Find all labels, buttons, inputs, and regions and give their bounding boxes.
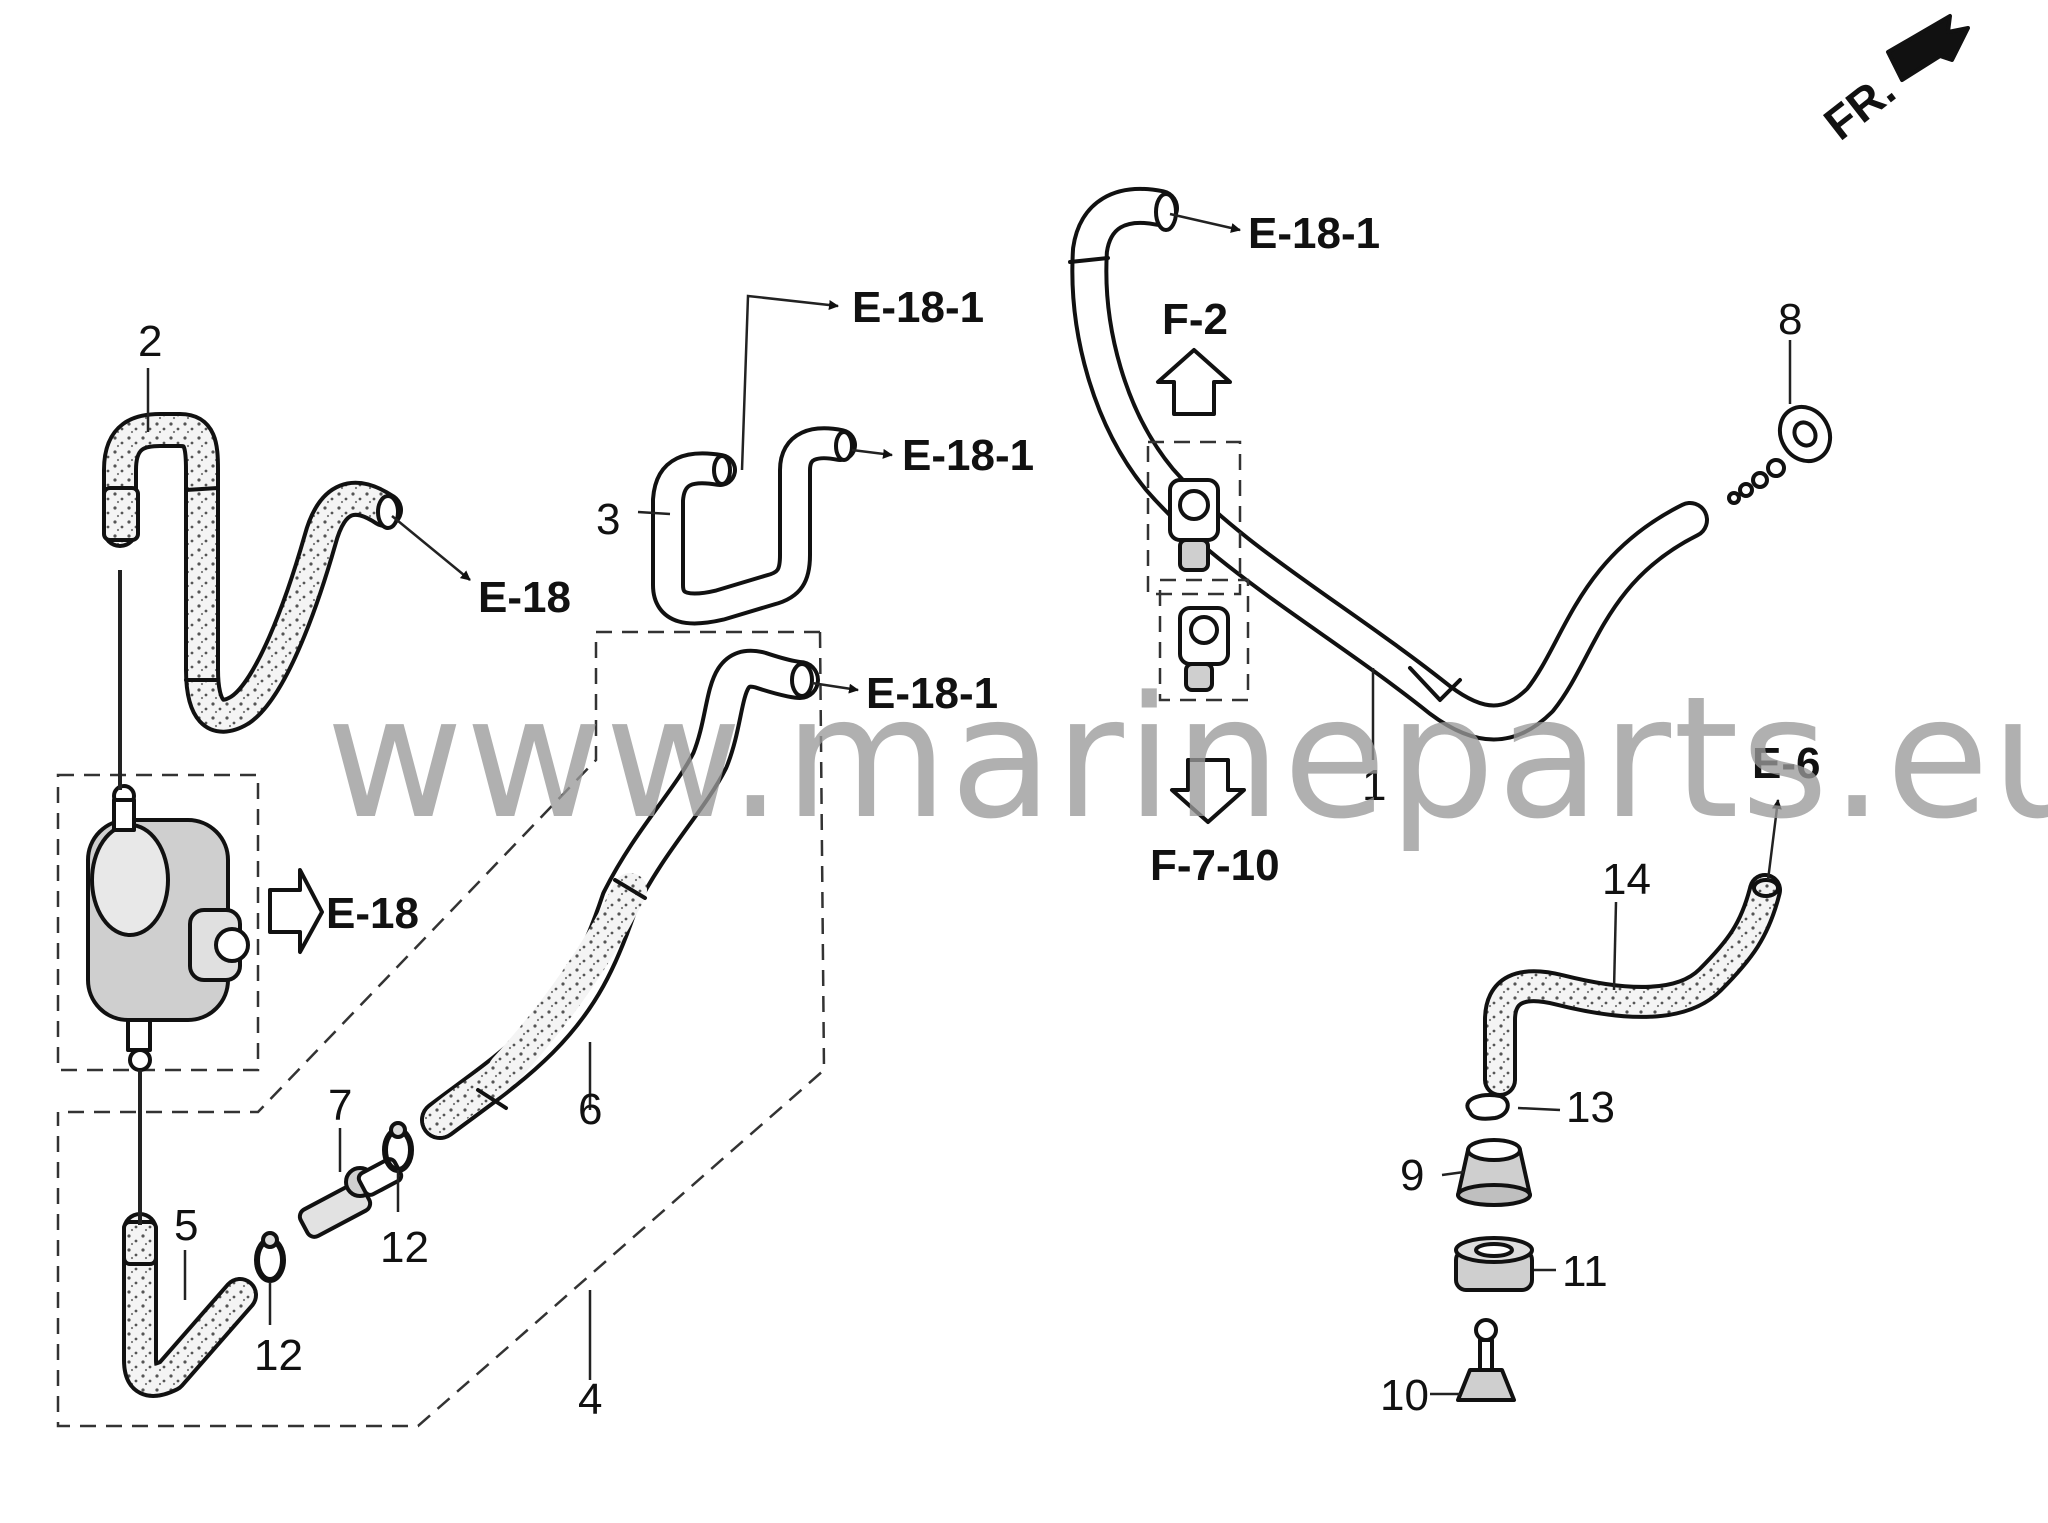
valve-icon	[1456, 1318, 1516, 1402]
ref-f7-10: F-7-10	[1150, 841, 1280, 890]
clip-icon	[1146, 348, 1242, 596]
part-number-2: 2	[138, 317, 162, 366]
reference-labels: E-18-1 E-18-1 E-18-1 E-18-1 E-18 E-18 F-…	[326, 209, 1820, 938]
clip-icon-2	[1158, 578, 1250, 824]
ref-e18-1-top: E-18-1	[1248, 209, 1380, 258]
ref-e18-1-hose3: E-18-1	[902, 431, 1034, 480]
watermark: www.marineparts.eu	[326, 660, 2048, 856]
ref-e18-1-hose6: E-18-1	[866, 669, 998, 718]
part-number-6: 6	[578, 1085, 602, 1134]
part-number-10: 10	[1380, 1371, 1429, 1420]
leader-lines	[146, 212, 1792, 1396]
part-number-4: 4	[578, 1375, 602, 1424]
hose-14	[1483, 873, 1782, 1097]
ref-e18-1-mid: E-18-1	[852, 283, 984, 332]
part-number-9: 9	[1400, 1151, 1424, 1200]
part-number-11: 11	[1562, 1247, 1608, 1296]
part-number-3: 3	[596, 495, 620, 544]
hollow-arrow-icon	[268, 868, 324, 954]
washer-icon	[1727, 404, 1833, 505]
ref-e6: E-6	[1752, 739, 1820, 788]
hose-3	[651, 426, 857, 626]
hose-clamp-icon	[254, 1231, 286, 1283]
hose-5	[122, 1212, 258, 1398]
part-number-7: 7	[328, 1081, 352, 1130]
hose-clamp-icon-2	[382, 1121, 414, 1173]
hose-6	[420, 648, 820, 1140]
assembly-4-outline	[56, 630, 826, 1428]
direction-arrow-icon: FR.	[1814, 14, 1970, 150]
hose-clamp-icon-3	[1465, 1093, 1510, 1121]
part-number-labels: 1 2 3 4 5 6 7 8 9 10 11 12 12 13 14	[138, 295, 1802, 1424]
direction-label: FR.	[1814, 63, 1904, 150]
hose-2	[102, 412, 403, 734]
fuel-pump-icon	[56, 570, 260, 1225]
ref-e18-pump: E-18	[326, 889, 419, 938]
part-number-1: 1	[1362, 761, 1386, 810]
part-number-14: 14	[1602, 855, 1651, 904]
grommet-icon-2	[1454, 1236, 1534, 1292]
part-number-12a: 12	[254, 1331, 303, 1380]
part-number-12b: 12	[380, 1223, 429, 1272]
part-number-13: 13	[1566, 1083, 1615, 1132]
grommet-icon	[1456, 1138, 1532, 1207]
ref-f2: F-2	[1162, 295, 1228, 344]
part-number-8: 8	[1778, 295, 1802, 344]
hose-1	[1068, 186, 1709, 742]
ref-e18-upper: E-18	[478, 573, 571, 622]
part-number-5: 5	[174, 1201, 198, 1250]
